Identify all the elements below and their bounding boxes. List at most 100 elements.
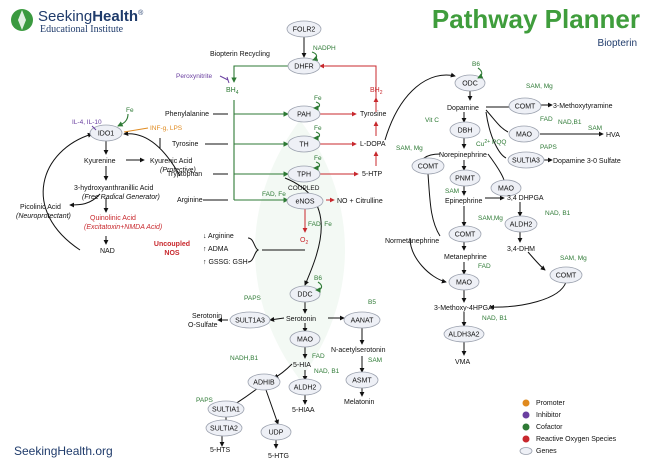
cofactor-b6-odc: B6 — [472, 61, 480, 68]
label-dopamine: Dopamine — [447, 105, 479, 112]
gene-comt-mid-label: COMT — [455, 232, 476, 239]
cofactor-b6-ddc: B6 — [314, 275, 322, 282]
gene-mao-bottom — [289, 330, 321, 348]
cofactor-nad-b1-bottom: NAD, B1 — [314, 368, 340, 375]
label-coupled: COUPLED — [288, 185, 320, 192]
cofactors: NADPH Fe Fe Fe FAD, Fe FAD, Fe Fe B6 SAM… — [117, 45, 602, 404]
gene-tph — [287, 165, 321, 183]
label-ldopa: L-DOPA — [360, 141, 386, 148]
legend-swatch-ros — [522, 435, 530, 443]
label-34-dhpga: 3,4 DHPGA — [507, 195, 544, 202]
label-bh4-sub: 4 — [236, 90, 239, 96]
gene-aldh2-bottom — [288, 378, 322, 396]
cofactor-sam-asmt: SAM — [368, 357, 382, 364]
label-arginine: Arginine — [177, 197, 203, 204]
gene-folr2 — [286, 20, 322, 38]
legend-swatch-genes — [519, 447, 533, 455]
label-serotonin-sulfate-2: O-Sulfate — [188, 322, 218, 329]
cofactor-paps-top: PAPS — [540, 144, 558, 151]
cofactor-fad-mao-top: FAD — [540, 116, 553, 123]
gene-comt-right — [549, 266, 583, 284]
gene-mao-mid-label: MAO — [456, 280, 473, 287]
gene-asmt — [345, 371, 379, 389]
label-picolinic-acid: Picolinic Acid — [20, 204, 61, 211]
gene-comt-left-label: COMT — [418, 164, 439, 171]
logo-brand-bold: Health — [92, 8, 138, 25]
label-bh2-sub: 2 — [380, 90, 383, 96]
gene-pah — [287, 105, 321, 123]
legend-label-promoter: Promoter — [536, 400, 565, 407]
gene-dhfr-label: DHFR — [294, 64, 313, 71]
label-serotonin-sulfate-1: Serotonin — [192, 313, 222, 320]
gene-udp-label: UDP — [269, 430, 284, 437]
cofactor-sam-hva: SAM — [588, 125, 602, 132]
label-kyurenine: Kyurenine — [84, 158, 116, 165]
gene-ddc — [289, 285, 321, 303]
label-phenylalanine: Phenylalanine — [165, 111, 209, 118]
legend-label-cofactor: Cofactor — [536, 424, 563, 431]
gene-sult1a3-bottom — [229, 311, 271, 329]
genes: FOLR2 DHFR PAH TH TPH eNOS IDO1 ODC DBH … — [89, 20, 583, 441]
label-5htg: 5-HTG — [268, 453, 289, 460]
label-free-radical: (Free Radical Generator) — [82, 194, 160, 201]
gene-aanat — [343, 311, 381, 329]
gene-comt-left — [411, 157, 445, 175]
gene-dbh — [449, 121, 481, 139]
label-tyrosine-right: Tyrosine — [360, 111, 387, 118]
cofactor-fad-fe-enos: FAD, Fe — [262, 191, 286, 198]
gene-ido1 — [89, 124, 123, 142]
gene-aldh3a2-label: ALDH3A2 — [448, 332, 479, 339]
logo-subtitle: Educational Institute — [40, 24, 124, 35]
label-5htp: 5-HTP — [362, 171, 383, 178]
svg-text:O2: O2 — [300, 237, 308, 246]
gene-enos — [286, 192, 324, 210]
label-dopamine-sulfate: Dopamine 3-0 Sulfate — [553, 158, 621, 165]
label-serotonin: Serotonin — [286, 316, 316, 323]
gene-mao-right-label: MAO — [498, 186, 515, 193]
svg-text:BH2: BH2 — [370, 87, 383, 96]
label-34-dhm: 3,4-DHM — [507, 246, 535, 253]
gene-mao-top — [508, 125, 540, 143]
cofactor-sam-mg-right: SAM, Mg — [560, 255, 587, 262]
label-vma: VMA — [455, 359, 471, 366]
gene-sult1a1 — [207, 400, 245, 418]
gene-pnmt — [449, 169, 481, 187]
label-n-acetylserotonin: N-acetylserotonin — [331, 347, 386, 354]
gene-dhfr — [287, 57, 321, 75]
gene-mao-mid — [448, 273, 480, 291]
gene-sult1a3-bottom-label: SULT1A3 — [235, 318, 265, 325]
label-epinephrine: Epinephrine — [445, 198, 482, 205]
legend-label-ros: Reactive Oxygen Species — [536, 436, 617, 443]
label-up-adma: ↑ ADMA — [203, 246, 229, 253]
gene-enos-label: eNOS — [295, 199, 314, 206]
logo-reg: ® — [138, 9, 144, 17]
gene-ido1-label: IDO1 — [98, 131, 114, 138]
label-no-citrulline: NO + Citrulline — [337, 198, 383, 205]
cofactor-nad-b1-top: NAD,B1 — [558, 119, 582, 126]
gene-aldh3a2 — [443, 325, 485, 343]
legend-label-genes: Genes — [536, 448, 557, 455]
label-kyurenic-acid: Kyurenic Acid — [150, 158, 193, 165]
gene-pah-label: PAH — [297, 112, 311, 119]
gene-odc-label: ODC — [462, 81, 478, 88]
label-tryptophan: Tryptophan — [167, 171, 202, 178]
label-5hia: 5-HIA — [293, 362, 311, 369]
label-nos: NOS — [164, 250, 180, 257]
label-bh2: BH — [370, 87, 380, 94]
label-hva: HVA — [606, 132, 620, 139]
svg-text:SeekingHealth®: SeekingHealth® — [38, 8, 144, 25]
legend-swatch-inhibitor — [522, 411, 530, 419]
cofactor-paps-sult1a1: PAPS — [196, 397, 214, 404]
label-up-gssg: ↑ GSSG: GSH — [203, 259, 248, 266]
legend-swatch-cofactor — [522, 423, 530, 431]
label-3haa: 3-hydroxyanthranillic Acid — [74, 185, 153, 192]
label-bh4: BH — [226, 87, 236, 94]
page-title: Pathway Planner — [432, 4, 640, 34]
gene-th — [287, 135, 321, 153]
label-3-methoxytyramine: 3-Methoxytyramine — [553, 103, 613, 110]
logo-brand-plain: Seeking — [38, 8, 92, 25]
gene-sult1a3-top — [507, 151, 545, 169]
cofactor-paps-bottom: PAPS — [244, 295, 262, 302]
label-dn-arginine: ↓ Arginine — [203, 233, 234, 240]
